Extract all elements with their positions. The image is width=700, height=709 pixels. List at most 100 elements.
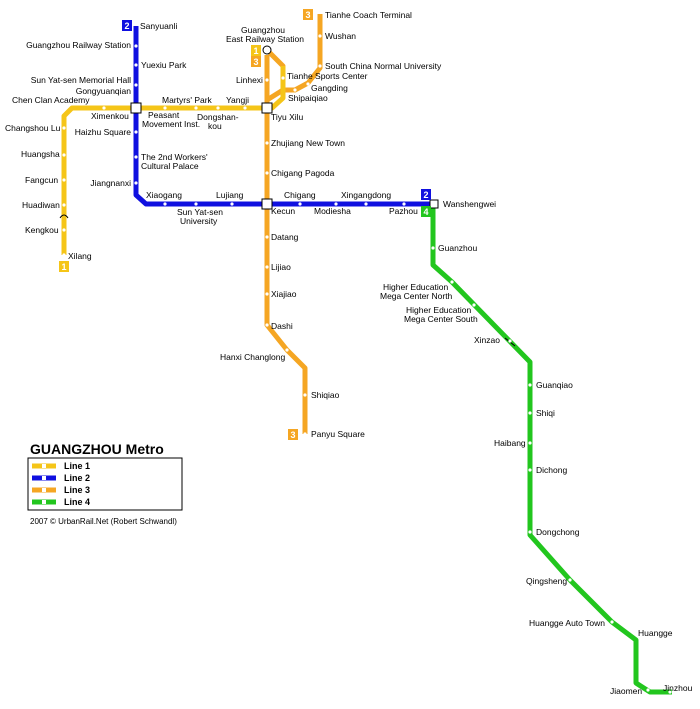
station-label: Pazhou <box>389 206 418 216</box>
station-label: Changshou Lu <box>5 123 61 133</box>
station-label: Chigang Pagoda <box>271 168 335 178</box>
station-label: Guanqiao <box>536 380 573 390</box>
line-3-main-route <box>264 55 308 434</box>
station-label: Gangding <box>311 83 348 93</box>
station-dots <box>62 34 672 694</box>
station-label: Yuexiu Park <box>141 60 187 70</box>
station-label: Fangcun <box>25 175 58 185</box>
station-label: Tianhe Sports Center <box>287 71 368 81</box>
line-1-badge-south: 1 <box>59 261 69 272</box>
station-label: South China Normal University <box>325 61 442 71</box>
station-label: Xiaogang <box>146 190 182 200</box>
line-2-badge-north: 2 <box>122 20 132 31</box>
station-label: Tiyu Xilu <box>271 112 304 122</box>
station-label: Sun Yat-sen <box>177 207 223 217</box>
station-label: Modiesha <box>314 206 351 216</box>
station-label: Zhujiang New Town <box>271 138 345 148</box>
legend-item-line-2: Line 2 <box>32 473 90 483</box>
station-label: Dongshan- <box>197 112 239 122</box>
interchange-wanshengwei <box>429 199 439 209</box>
station-labels: Sanyuanli Guangzhou Railway Station Yuex… <box>5 10 693 696</box>
station-label: Higher Education <box>406 305 471 315</box>
station-label: Wushan <box>325 31 356 41</box>
svg-text:3: 3 <box>290 430 295 440</box>
station-label: Linhexi <box>236 75 263 85</box>
station-label: Yangji <box>226 95 249 105</box>
station-label: Gongyuanqian <box>76 86 132 96</box>
station-label: Shipaiqiao <box>288 93 328 103</box>
station-label: Huadiwan <box>22 200 60 210</box>
interchange-kecun <box>261 198 273 210</box>
svg-text:Line 4: Line 4 <box>64 497 90 507</box>
station-label: Lujiang <box>216 190 244 200</box>
station-label: Cultural Palace <box>141 161 199 171</box>
station-label: kou <box>208 121 222 131</box>
station-label: Xiajiao <box>271 289 297 299</box>
line-3-badge-east-railway: 3 <box>251 56 261 67</box>
station-label: Haibang <box>494 438 526 448</box>
svg-text:Line 3: Line 3 <box>64 485 90 495</box>
station-label: Dichong <box>536 465 567 475</box>
station-label: Xingangdong <box>341 190 391 200</box>
legend-item-line-3: Line 3 <box>32 485 90 495</box>
station-label: Huangsha <box>21 149 60 159</box>
svg-text:1: 1 <box>253 46 258 56</box>
interchange-gongyuanqian <box>130 102 142 114</box>
station-label: Huangge Auto Town <box>529 618 605 628</box>
station-label: Jiaomen <box>610 686 642 696</box>
station-label: Mega Center South <box>404 314 478 324</box>
line-3-badge-north: 3 <box>303 9 313 20</box>
station-label: Jiangnanxi <box>90 178 131 188</box>
station-label: Shiqi <box>536 408 555 418</box>
station-label: Sanyuanli <box>140 21 177 31</box>
station-label: Xilang <box>68 251 92 261</box>
station-label: Panyu Square <box>311 429 365 439</box>
svg-text:Line 1: Line 1 <box>64 461 90 471</box>
svg-text:4: 4 <box>423 207 428 217</box>
station-label: Guangzhou <box>241 25 285 35</box>
station-label: The 2nd Workers' <box>141 152 208 162</box>
svg-text:2: 2 <box>423 190 428 200</box>
station-label: Huangge <box>638 628 673 638</box>
station-label: University <box>180 216 218 226</box>
svg-text:3: 3 <box>305 10 310 20</box>
interchange-east-railway <box>262 45 272 55</box>
station-label: Movement Inst. <box>142 119 200 129</box>
station-label: Chigang <box>284 190 316 200</box>
legend-item-line-1: Line 1 <box>32 461 90 471</box>
station-label: Guanzhou <box>438 243 477 253</box>
map-credit: 2007 © UrbanRail.Net (Robert Schwandl) <box>30 517 177 526</box>
line-1-badge-east-railway: 1 <box>251 45 261 56</box>
station-label: Sun Yat-sen Memorial Hall <box>31 75 131 85</box>
map-title: GUANGZHOU Metro <box>30 441 164 457</box>
station-label: Haizhu Square <box>75 127 132 137</box>
station-label: Kengkou <box>25 225 59 235</box>
station-label: Kecun <box>271 206 295 216</box>
station-label: Higher Education <box>383 282 448 292</box>
station-label: Chen Clan Academy <box>12 95 90 105</box>
station-label: Xinzao <box>474 335 500 345</box>
station-label: Peasant <box>148 110 180 120</box>
station-label: Martyrs' Park <box>162 95 213 105</box>
line-2-badge-east: 2 <box>421 189 431 200</box>
station-label: Jinzhou <box>663 683 693 693</box>
station-label: Guangzhou Railway Station <box>26 40 131 50</box>
station-label: Mega Center North <box>380 291 453 301</box>
line-3-badge-south: 3 <box>288 429 298 440</box>
svg-text:2: 2 <box>124 21 129 31</box>
station-label: Qingsheng <box>526 576 567 586</box>
station-label: Lijiao <box>271 262 291 272</box>
svg-text:3: 3 <box>253 57 258 67</box>
station-label: Tianhe Coach Terminal <box>325 10 412 20</box>
line-1-tunnel-crossing <box>59 214 69 219</box>
station-label: Hanxi Changlong <box>220 352 285 362</box>
station-label: Ximenkou <box>91 111 129 121</box>
svg-text:Line 2: Line 2 <box>64 473 90 483</box>
line-3-east-branch <box>265 14 323 103</box>
svg-text:1: 1 <box>61 262 66 272</box>
station-label: Shiqiao <box>311 390 340 400</box>
station-label: Dashi <box>271 321 293 331</box>
station-label: Datang <box>271 232 299 242</box>
